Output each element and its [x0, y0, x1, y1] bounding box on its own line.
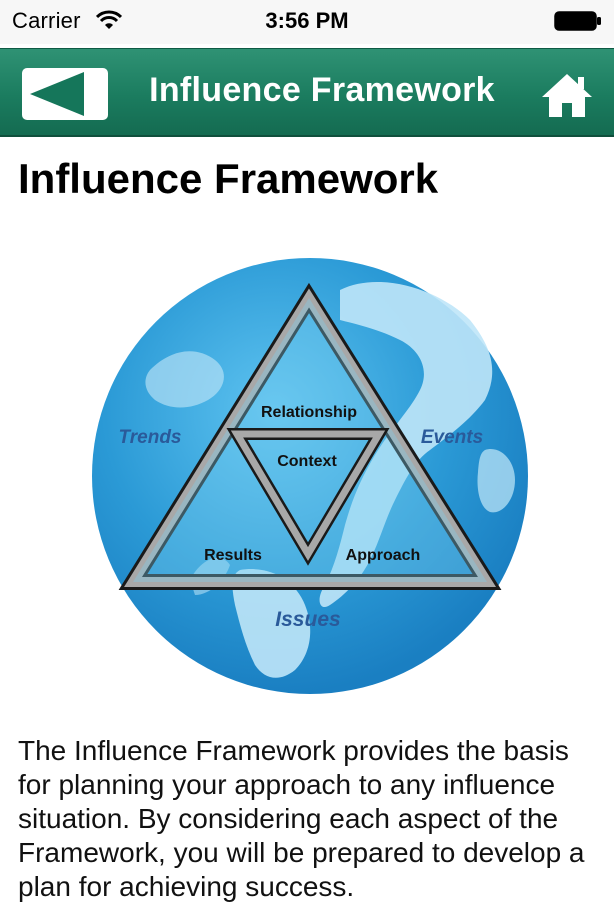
- back-arrow-icon: [30, 72, 84, 116]
- carrier-label: Carrier: [12, 8, 81, 33]
- nav-title: Influence Framework: [149, 71, 495, 109]
- label-results: Results: [204, 547, 262, 564]
- battery-icon: [554, 11, 601, 31]
- label-approach: Approach: [346, 547, 421, 564]
- back-button[interactable]: [22, 68, 108, 120]
- wifi-icon: [96, 10, 122, 29]
- home-icon[interactable]: [540, 71, 594, 119]
- label-issues: Issues: [275, 608, 340, 631]
- label-context: Context: [277, 453, 337, 470]
- label-events: Events: [421, 427, 483, 448]
- description-paragraph: The Influence Framework provides the bas…: [18, 735, 585, 902]
- influence-framework-diagram: Relationship Context Results Approach Tr…: [90, 250, 530, 698]
- status-time: 3:56 PM: [265, 8, 349, 33]
- page-title: Influence Framework: [18, 155, 439, 202]
- status-bar: Carrier 3:56 PM: [0, 0, 614, 44]
- label-relationship: Relationship: [261, 404, 357, 421]
- label-trends: Trends: [118, 427, 181, 448]
- navigation-bar: Influence Framework: [0, 48, 614, 137]
